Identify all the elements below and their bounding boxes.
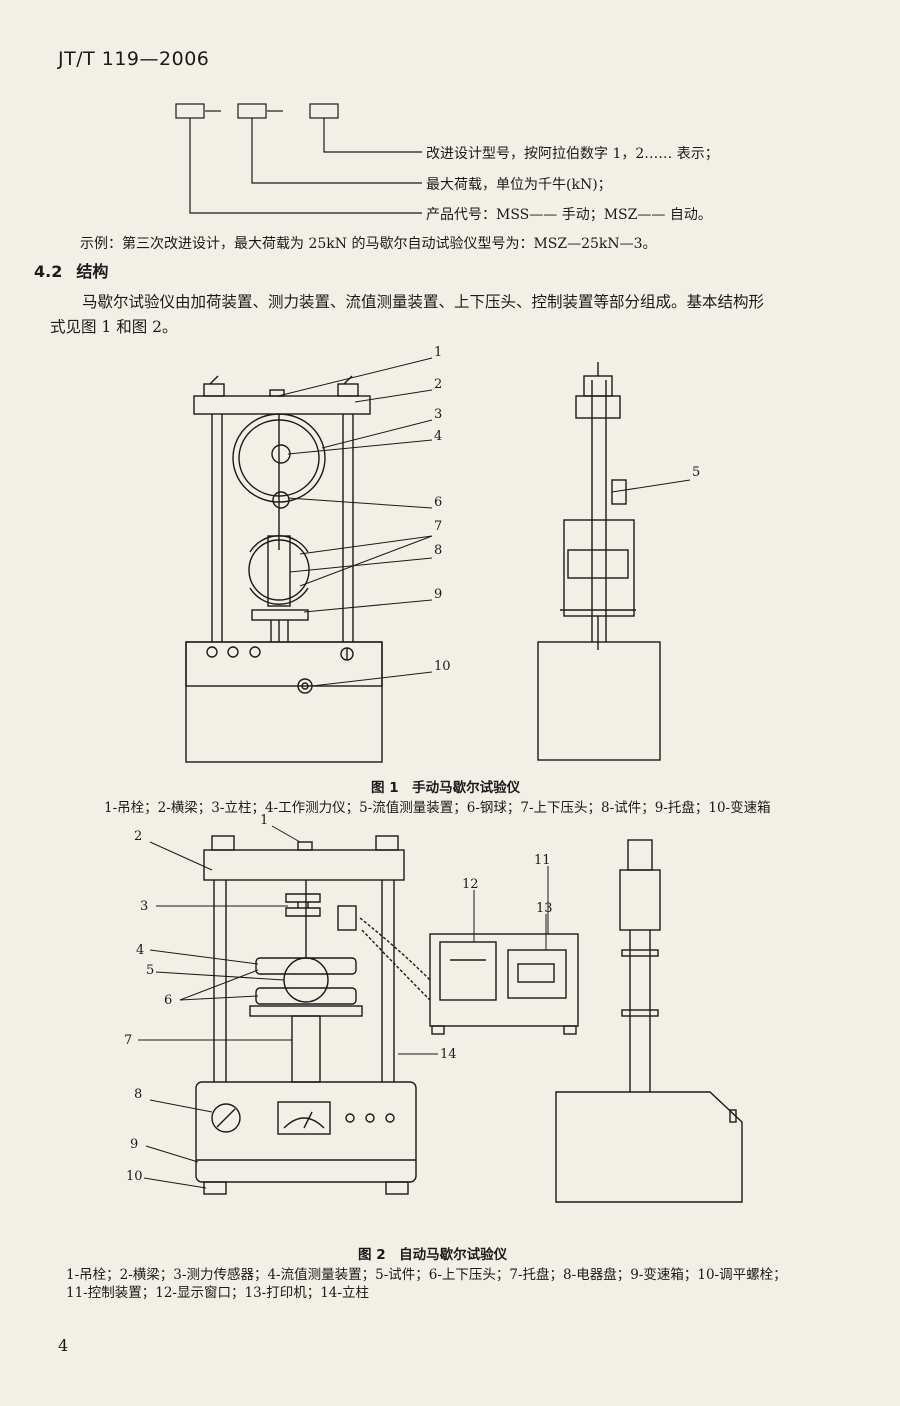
model-code-max-load: 最大荷载，单位为千牛(kN)；	[426, 177, 612, 193]
section-heading: 4.2 结构	[34, 258, 108, 282]
model-code-example: 示例：第三次改进设计，最大荷载为 25kN 的马歇尔自动试验仪型号为：MSZ—2…	[80, 236, 657, 252]
figure1-drawing: 1 2 3 4 5 6 7 8 9 10	[185, 345, 700, 763]
figure2-drawing: 1 2 3 4 5 6 7 8 9 10 11 12 13 14	[124, 813, 743, 1203]
fig2-callout-14: 14	[440, 1047, 457, 1062]
fig1-callout-8: 8	[434, 543, 442, 558]
fig1-callout-1: 1	[434, 345, 442, 360]
figure1-caption: 图 1 手动马歇尔试验仪	[371, 780, 521, 796]
figure2-legend-line2: 11-控制装置；12-显示窗口；13-打印机；14-立柱	[66, 1285, 369, 1301]
figure2-legend-line1: 1-吊栓；2-横梁；3-测力传感器；4-流值测量装置；5-试件；6-上下压头；7…	[66, 1267, 787, 1283]
fig1-callout-6: 6	[434, 495, 442, 510]
fig2-callout-3: 3	[140, 899, 148, 914]
fig1-callout-10: 10	[434, 659, 451, 674]
fig1-callout-7: 7	[434, 519, 442, 534]
fig2-callout-8: 8	[134, 1087, 142, 1102]
fig1-callout-5: 5	[692, 465, 700, 480]
fig1-callout-2: 2	[434, 377, 442, 392]
fig2-callout-2: 2	[134, 829, 142, 844]
fig2-callout-10: 10	[126, 1169, 143, 1184]
fig2-callout-1: 1	[260, 813, 268, 828]
model-code-diagram	[175, 103, 422, 214]
section-number: 4.2	[34, 262, 63, 281]
figure1-legend: 1-吊栓；2-横梁；3-立柱；4-工作测力仪；5-流值测量装置；6-钢球；7-上…	[104, 800, 771, 816]
section-paragraph-line2: 式见图 1 和图 2。	[50, 318, 178, 336]
page-number: 4	[58, 1336, 69, 1355]
standard-code: JT/T 119—2006	[58, 48, 210, 70]
model-code-revision: 改进设计型号，按阿拉伯数字 1，2…… 表示；	[426, 146, 719, 162]
fig2-callout-9: 9	[130, 1137, 138, 1152]
section-paragraph-line1: 马歇尔试验仪由加荷装置、测力装置、流值测量装置、上下压头、控制装置等部分组成。基…	[82, 293, 765, 311]
model-code-product: 产品代号：MSS—— 手动；MSZ—— 自动。	[426, 207, 712, 223]
fig1-callout-3: 3	[434, 407, 442, 422]
fig1-callout-4: 4	[434, 429, 442, 444]
fig2-callout-11: 11	[534, 853, 551, 868]
section-title: 结构	[76, 262, 109, 281]
fig2-callout-6: 6	[164, 993, 172, 1008]
figure2-caption: 图 2 自动马歇尔试验仪	[358, 1247, 508, 1263]
fig2-callout-7: 7	[124, 1033, 132, 1048]
fig2-callout-13: 13	[536, 901, 553, 916]
fig2-callout-12: 12	[462, 877, 479, 892]
fig2-callout-4: 4	[136, 943, 144, 958]
fig2-callout-5: 5	[146, 963, 154, 978]
fig1-callout-9: 9	[434, 587, 442, 602]
